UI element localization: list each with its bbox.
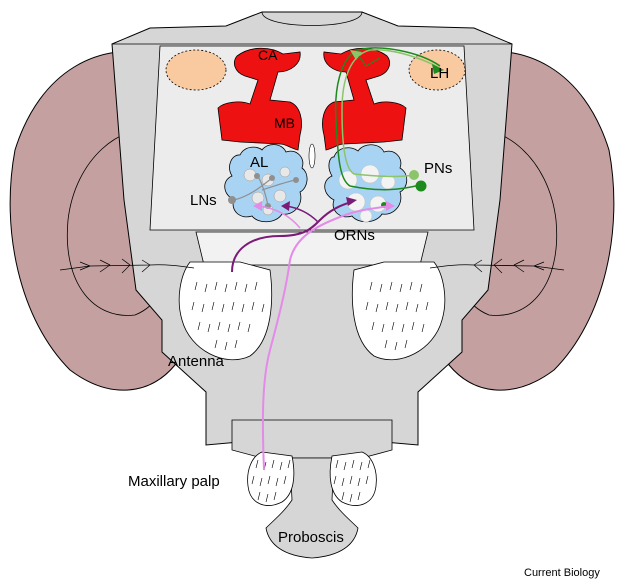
label-mb: MB <box>274 115 295 131</box>
antennal-plate <box>196 232 428 265</box>
label-al: AL <box>250 154 268 171</box>
label-ca: CA <box>258 47 278 63</box>
label-antenna: Antenna <box>168 353 225 370</box>
label-lh: LH <box>430 65 449 82</box>
maxillary-palp-left <box>248 452 294 505</box>
label-pns: PNs <box>424 160 452 177</box>
maxillary-palp-right <box>330 452 376 505</box>
midline-gap <box>309 144 315 168</box>
label-lns: LNs <box>190 192 217 209</box>
pn-cell-body-dark <box>416 181 427 192</box>
label-orns: ORNs <box>334 227 375 244</box>
lower-face-plate <box>232 420 392 458</box>
lateral-horn-left <box>166 50 226 90</box>
pn-cell-body-light <box>409 170 419 180</box>
label-proboscis: Proboscis <box>278 529 344 546</box>
label-maxillary-palp: Maxillary palp <box>128 473 220 490</box>
credit-line: Current Biology <box>524 567 600 579</box>
